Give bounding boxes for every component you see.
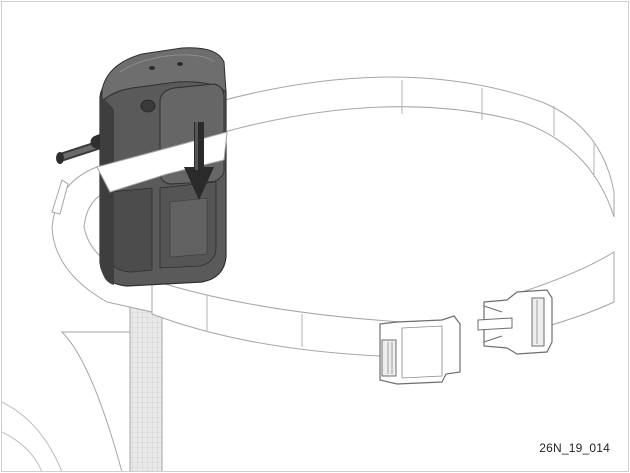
buckle-female	[379, 315, 461, 385]
down-arrow-icon	[184, 122, 214, 200]
figure-id-label: 26N_19_014	[539, 441, 610, 455]
belt-back	[216, 76, 615, 218]
belt-velcro-strap	[2, 301, 163, 471]
velcro-patch	[129, 301, 163, 471]
buckle-male	[477, 289, 553, 355]
